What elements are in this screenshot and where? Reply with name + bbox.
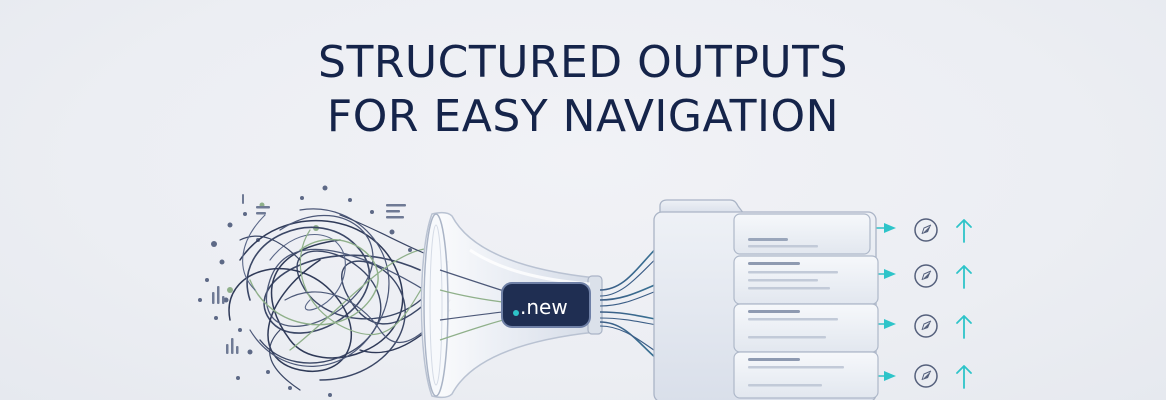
arrowhead bbox=[884, 223, 896, 233]
up-arrow-icon bbox=[956, 315, 972, 339]
new-badge: .new bbox=[501, 282, 591, 328]
title-line-1: STRUCTURED OUTPUTS bbox=[318, 37, 848, 88]
arrowhead bbox=[884, 269, 896, 279]
up-arrow-icon bbox=[956, 365, 972, 389]
output-card-1 bbox=[733, 213, 871, 255]
badge-label: .new bbox=[520, 295, 568, 319]
compass-icon bbox=[914, 314, 938, 338]
output-card-2 bbox=[733, 255, 879, 305]
output-card-3 bbox=[733, 303, 879, 353]
compass-icon bbox=[914, 264, 938, 288]
page-title: STRUCTURED OUTPUTS FOR EASY NAVIGATION bbox=[0, 36, 1166, 144]
stream-arrowheads bbox=[884, 223, 896, 381]
up-arrow-icon bbox=[956, 219, 972, 243]
compass-icon bbox=[914, 218, 938, 242]
up-arrow-icon bbox=[956, 265, 972, 289]
arrowhead bbox=[884, 371, 896, 381]
compass-icon bbox=[914, 364, 938, 388]
up-arrow-icons bbox=[956, 219, 972, 389]
title-line-2: FOR EASY NAVIGATION bbox=[326, 91, 840, 142]
output-cards bbox=[733, 213, 879, 399]
scattered-data bbox=[198, 185, 412, 397]
badge-dot bbox=[513, 310, 519, 316]
mini-bar-charts bbox=[212, 194, 406, 354]
output-card-4 bbox=[733, 351, 879, 399]
arrowhead bbox=[884, 319, 896, 329]
compass-icons bbox=[914, 218, 938, 388]
tangled-lines bbox=[228, 208, 451, 391]
